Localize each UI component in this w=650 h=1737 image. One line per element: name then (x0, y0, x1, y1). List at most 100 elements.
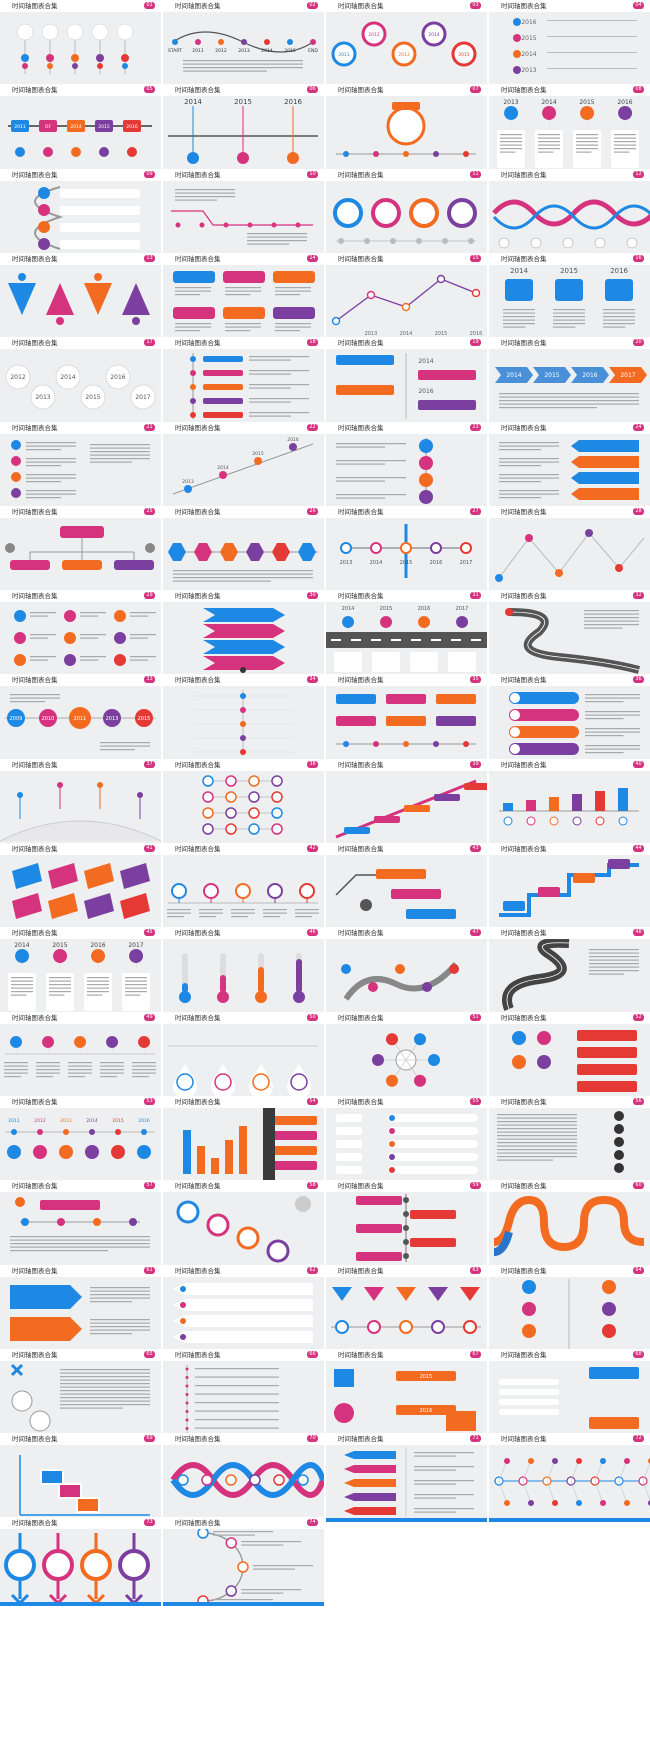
timeline-node (11, 471, 21, 482)
timeline-node (57, 781, 63, 788)
text-placeholder-line (247, 232, 307, 234)
timeline-node (225, 822, 237, 835)
text-placeholder-line (247, 239, 307, 241)
step-tag (464, 782, 487, 790)
text-placeholder-line (30, 612, 56, 614)
text-placeholder-line (414, 1466, 474, 1468)
text-placeholder-line (10, 1246, 150, 1248)
slide-diagram (163, 686, 324, 759)
timeline-node (419, 438, 433, 453)
slide-thumbnail[interactable]: 时间轴图表合集192014201520162017 (326, 337, 487, 427)
thermo-fill (258, 967, 264, 994)
text-placeholder-line (100, 1065, 124, 1067)
text-placeholder-line (585, 714, 640, 717)
timeline-graphic (14, 610, 156, 667)
timeline-graphic (170, 1462, 324, 1499)
slide-title: 时间轴图表合集 (12, 507, 58, 516)
text-placeholder-line (125, 994, 141, 996)
timeline-graphic (499, 787, 639, 826)
timeline-node (287, 39, 293, 45)
shape-block (547, 36, 637, 37)
slide-diagram (163, 1024, 324, 1097)
slide-title: 时间轴图表合集 (12, 929, 58, 938)
